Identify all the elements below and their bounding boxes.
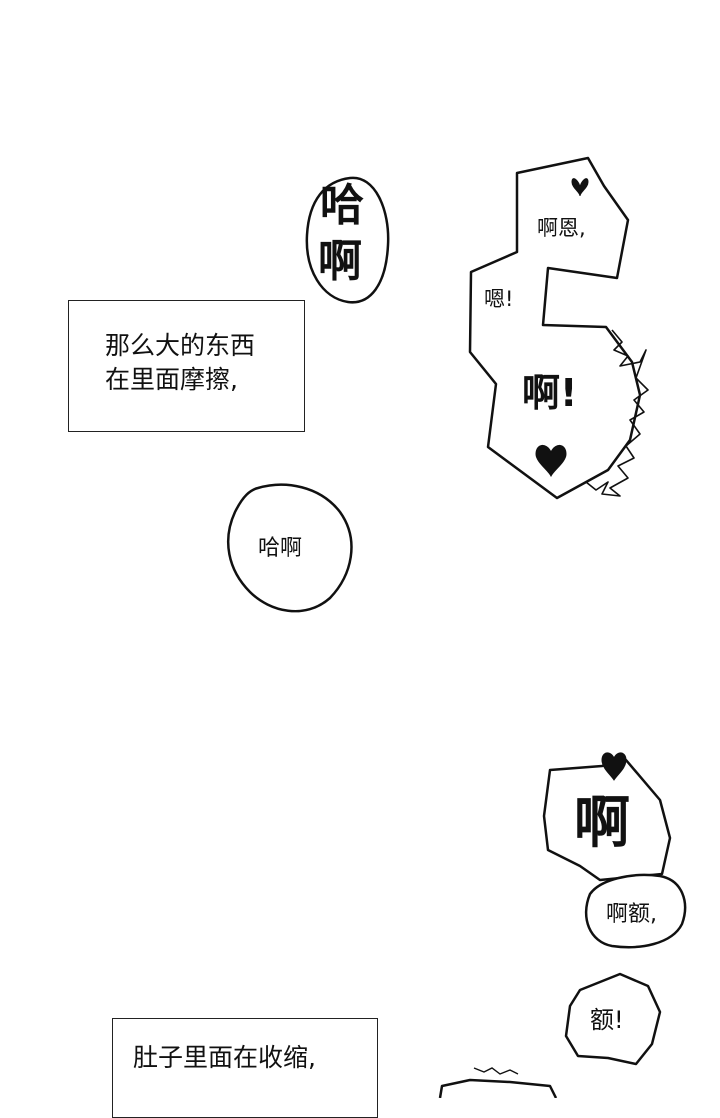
small-bubble-shape <box>227 483 353 613</box>
overlap-bubble-text: 啊额, <box>606 902 657 927</box>
mid-bubble-shape <box>564 972 662 1066</box>
caption-line-2: 在里面摩擦, <box>105 365 238 394</box>
panel-bottom: 啊 啊额, 额! 肚子里面在收缩, <box>0 640 720 1118</box>
big-bubble-text: 啊 <box>574 791 630 856</box>
small-bubble-overlap <box>584 873 687 949</box>
scribble-edge <box>585 329 649 497</box>
panel-top: 哈 啊 那么大的东西 在里面摩擦, 哈啊 啊恩, 嗯! 啊! <box>68 156 649 613</box>
heart-icon-bubble <box>601 752 627 781</box>
heart-icon-top <box>571 178 589 197</box>
bottom-bubble-partial <box>438 1078 558 1098</box>
sfx-oval-bubble <box>305 176 390 304</box>
small-bubble-text: 哈啊 <box>258 536 303 561</box>
sfx-ha: 哈 <box>320 180 364 231</box>
caption-bottom-line: 肚子里面在收缩, <box>133 1043 316 1072</box>
main-bubble-text-3: 啊! <box>522 371 578 415</box>
caption-line-1: 那么大的东西 <box>105 331 256 360</box>
panel-top-art <box>227 156 649 613</box>
narration-box-bottom: 肚子里面在收缩, <box>112 1018 378 1118</box>
scribble-bottom <box>473 1067 519 1075</box>
panel-bottom-art <box>438 752 687 1098</box>
mid-bubble-text: 额! <box>590 1006 624 1034</box>
sfx-a: 啊 <box>318 236 362 287</box>
heart-icon-bottom <box>535 445 567 478</box>
main-bubble-text-2: 嗯! <box>484 287 514 311</box>
narration-box-top: 那么大的东西 在里面摩擦, <box>68 300 305 432</box>
main-bubble-text-1: 啊恩, <box>537 216 586 240</box>
